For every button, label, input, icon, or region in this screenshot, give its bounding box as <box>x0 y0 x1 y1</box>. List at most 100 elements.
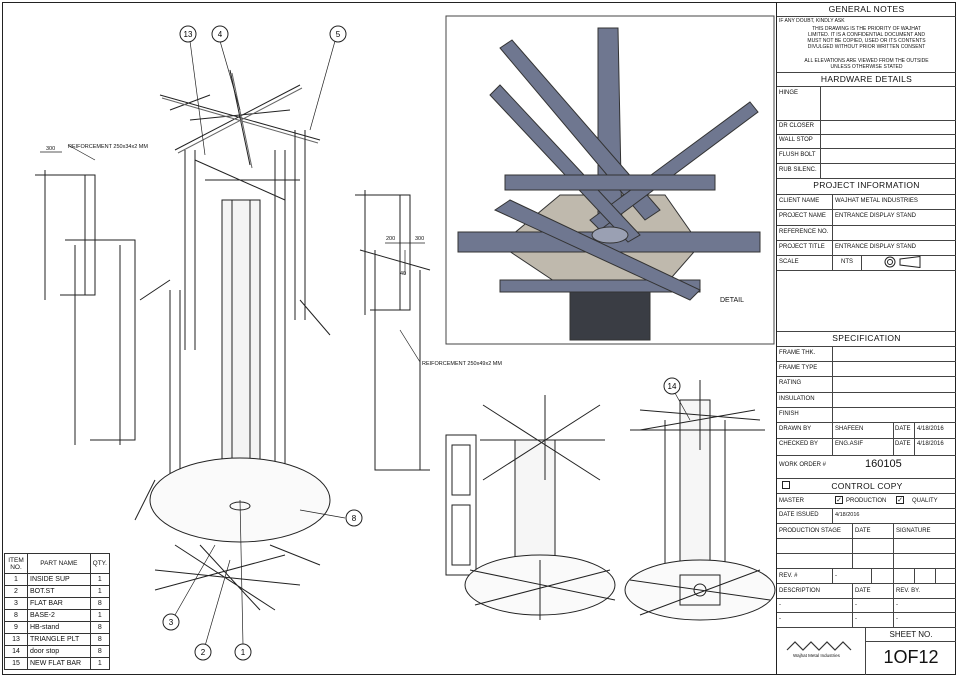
production-checkbox[interactable]: ✓ <box>835 496 843 504</box>
general-notes-title: GENERAL NOTES <box>828 4 905 14</box>
bom-cell: 1 <box>89 585 111 598</box>
hardware-item-rub-silencer: RUB SILENC. <box>779 167 817 173</box>
spec-frame-type: FRAME TYPE <box>779 365 818 371</box>
drawing-annotations: REIFORCEMENT 250x34x2 MM REIFORCEMENT 25… <box>46 144 744 367</box>
rev-row-2-date: - <box>855 616 857 622</box>
sheet-number-value: 1OF12 <box>883 647 939 667</box>
callout-4-label: 4 <box>218 30 223 39</box>
rev-row-2-by: - <box>896 616 898 622</box>
title-block: GENERAL NOTES IF ANY DOUBT, KINDLY ASK T… <box>776 2 956 675</box>
bom-cell: TRIANGLE PLT <box>27 633 91 646</box>
callout-balloons: 13 4 5 8 3 2 1 14 <box>162 25 681 661</box>
drawn-by-value: SHAFEEN <box>835 426 864 432</box>
project-name-value: ENTRANCE DISPLAY STAND <box>835 213 917 219</box>
signature-label: SIGNATURE <box>896 528 931 534</box>
callout-14: 14 <box>663 377 681 395</box>
hardware-title: HARDWARE DETAILS <box>820 74 913 84</box>
bom-cell: 1 <box>89 657 111 670</box>
dimension-40: 40 <box>400 271 406 277</box>
elevations-line: ALL ELEVATIONS ARE VIEWED FROM THE OUTSI… <box>804 58 929 64</box>
bom-cell: door stop <box>27 645 91 658</box>
project-info-title: PROJECT INFORMATION <box>813 180 920 190</box>
confidential-line: LIMITED. IT IS A CONFIDENTIAL DOCUMENT A… <box>808 32 925 38</box>
elevations-note: ALL ELEVATIONS ARE VIEWED FROM THE OUTSI… <box>777 58 956 70</box>
bom-cell: BOT.ST <box>27 585 91 598</box>
bom-cell: 9 <box>4 621 28 634</box>
bom-cell: BASE-2 <box>27 609 91 622</box>
specification-title: SPECIFICATION <box>832 333 901 343</box>
spec-rating: RATING <box>779 380 802 386</box>
company-logo <box>785 640 861 656</box>
bom-cell: FLAT BAR <box>27 597 91 610</box>
callout-13: 13 <box>179 25 197 43</box>
elevations-line: UNLESS OTHERWISE STATED <box>830 64 903 70</box>
production-label: PRODUCTION <box>846 498 887 504</box>
hardware-item-hinge: HINGE <box>779 90 799 96</box>
spec-insulation: INSULATION <box>779 396 815 402</box>
callout-14-label: 14 <box>668 382 677 391</box>
checked-by-label: CHECKED BY <box>779 441 819 447</box>
bom-header-part: PART NAME <box>27 553 91 574</box>
production-date-label: DATE <box>855 528 871 534</box>
hardware-item-flush-bolt: FLUSH BOLT <box>779 152 816 158</box>
project-title-label: PROJECT TITLE <box>779 244 825 250</box>
bom-header-row: ITEM NO. PART NAME QTY. <box>4 553 111 574</box>
bom-cell: 8 <box>89 621 111 634</box>
checked-date-label: DATE <box>895 441 911 447</box>
project-title-value: ENTRANCE DISPLAY STAND <box>835 244 917 250</box>
bom-cell: NEW FLAT BAR <box>27 657 91 670</box>
rev-by-label: REV. BY. <box>896 588 921 594</box>
bom-cell: 8 <box>89 597 111 610</box>
rev-number-label: REV. # <box>779 573 798 579</box>
callout-5-label: 5 <box>336 30 341 39</box>
bom-cell: INSIDE SUP <box>27 573 91 586</box>
drawn-date-label: DATE <box>895 426 911 432</box>
bom-cell: 13 <box>4 633 28 646</box>
bom-cell: 15 <box>4 657 28 670</box>
rev-number-value: - <box>835 573 837 579</box>
reinforcement-note-1: REIFORCEMENT 250x34x2 MM <box>68 144 148 150</box>
elevation-view-side <box>624 380 776 621</box>
client-name-value: WAJHAT METAL INDUSTRIES <box>835 198 918 204</box>
production-stage-label: PRODUCTION STAGE <box>779 528 841 534</box>
hardware-item-closer: DR CLOSER <box>779 123 815 129</box>
callout-3-label: 3 <box>169 618 174 627</box>
bom-cell: 1 <box>4 573 28 586</box>
project-name-label: PROJECT NAME <box>779 213 826 219</box>
work-order-value: 160105 <box>865 458 902 470</box>
client-name-label: CLIENT NAME <box>779 198 820 204</box>
master-label: MASTER <box>779 498 805 504</box>
bom-cell: 2 <box>4 585 28 598</box>
drawn-by-label: DRAWN BY <box>779 426 812 432</box>
confidential-line: DIVULGED WITHOUT PRIOR WRITTEN CONSENT <box>807 44 926 50</box>
work-order-label: WORK ORDER # <box>779 462 827 468</box>
checked-by-value: ENG.ASIF <box>835 441 864 447</box>
checked-date-value: 4/18/2016 <box>917 441 944 447</box>
bom-cell: 3 <box>4 597 28 610</box>
callout-3: 3 <box>162 613 180 631</box>
perspective-render-view <box>445 15 775 345</box>
quality-checkbox[interactable]: ✓ <box>896 496 904 504</box>
rev-date-label: DATE <box>855 588 871 594</box>
callout-1-label: 1 <box>241 648 246 657</box>
control-copy-title: CONTROL COPY <box>831 481 903 491</box>
projection-symbol-icon <box>882 255 924 270</box>
rev-row-1-desc: - <box>779 602 781 608</box>
sheet-number-label: SHEET NO. <box>889 630 933 639</box>
bom-cell: 8 <box>89 645 111 658</box>
scale-value: NTS <box>841 259 853 265</box>
rev-row-1-by: - <box>896 602 898 608</box>
callout-8: 8 <box>345 509 363 527</box>
leader-lines <box>40 40 691 647</box>
bom-cell: 1 <box>89 609 111 622</box>
bom-cell: HB-stand <box>27 621 91 634</box>
confidential-note: THIS DRAWING IS THE PRIORITY OF WAJHAT L… <box>777 26 956 50</box>
callout-8-label: 8 <box>352 514 357 523</box>
control-copy-checkbox[interactable] <box>782 481 790 489</box>
